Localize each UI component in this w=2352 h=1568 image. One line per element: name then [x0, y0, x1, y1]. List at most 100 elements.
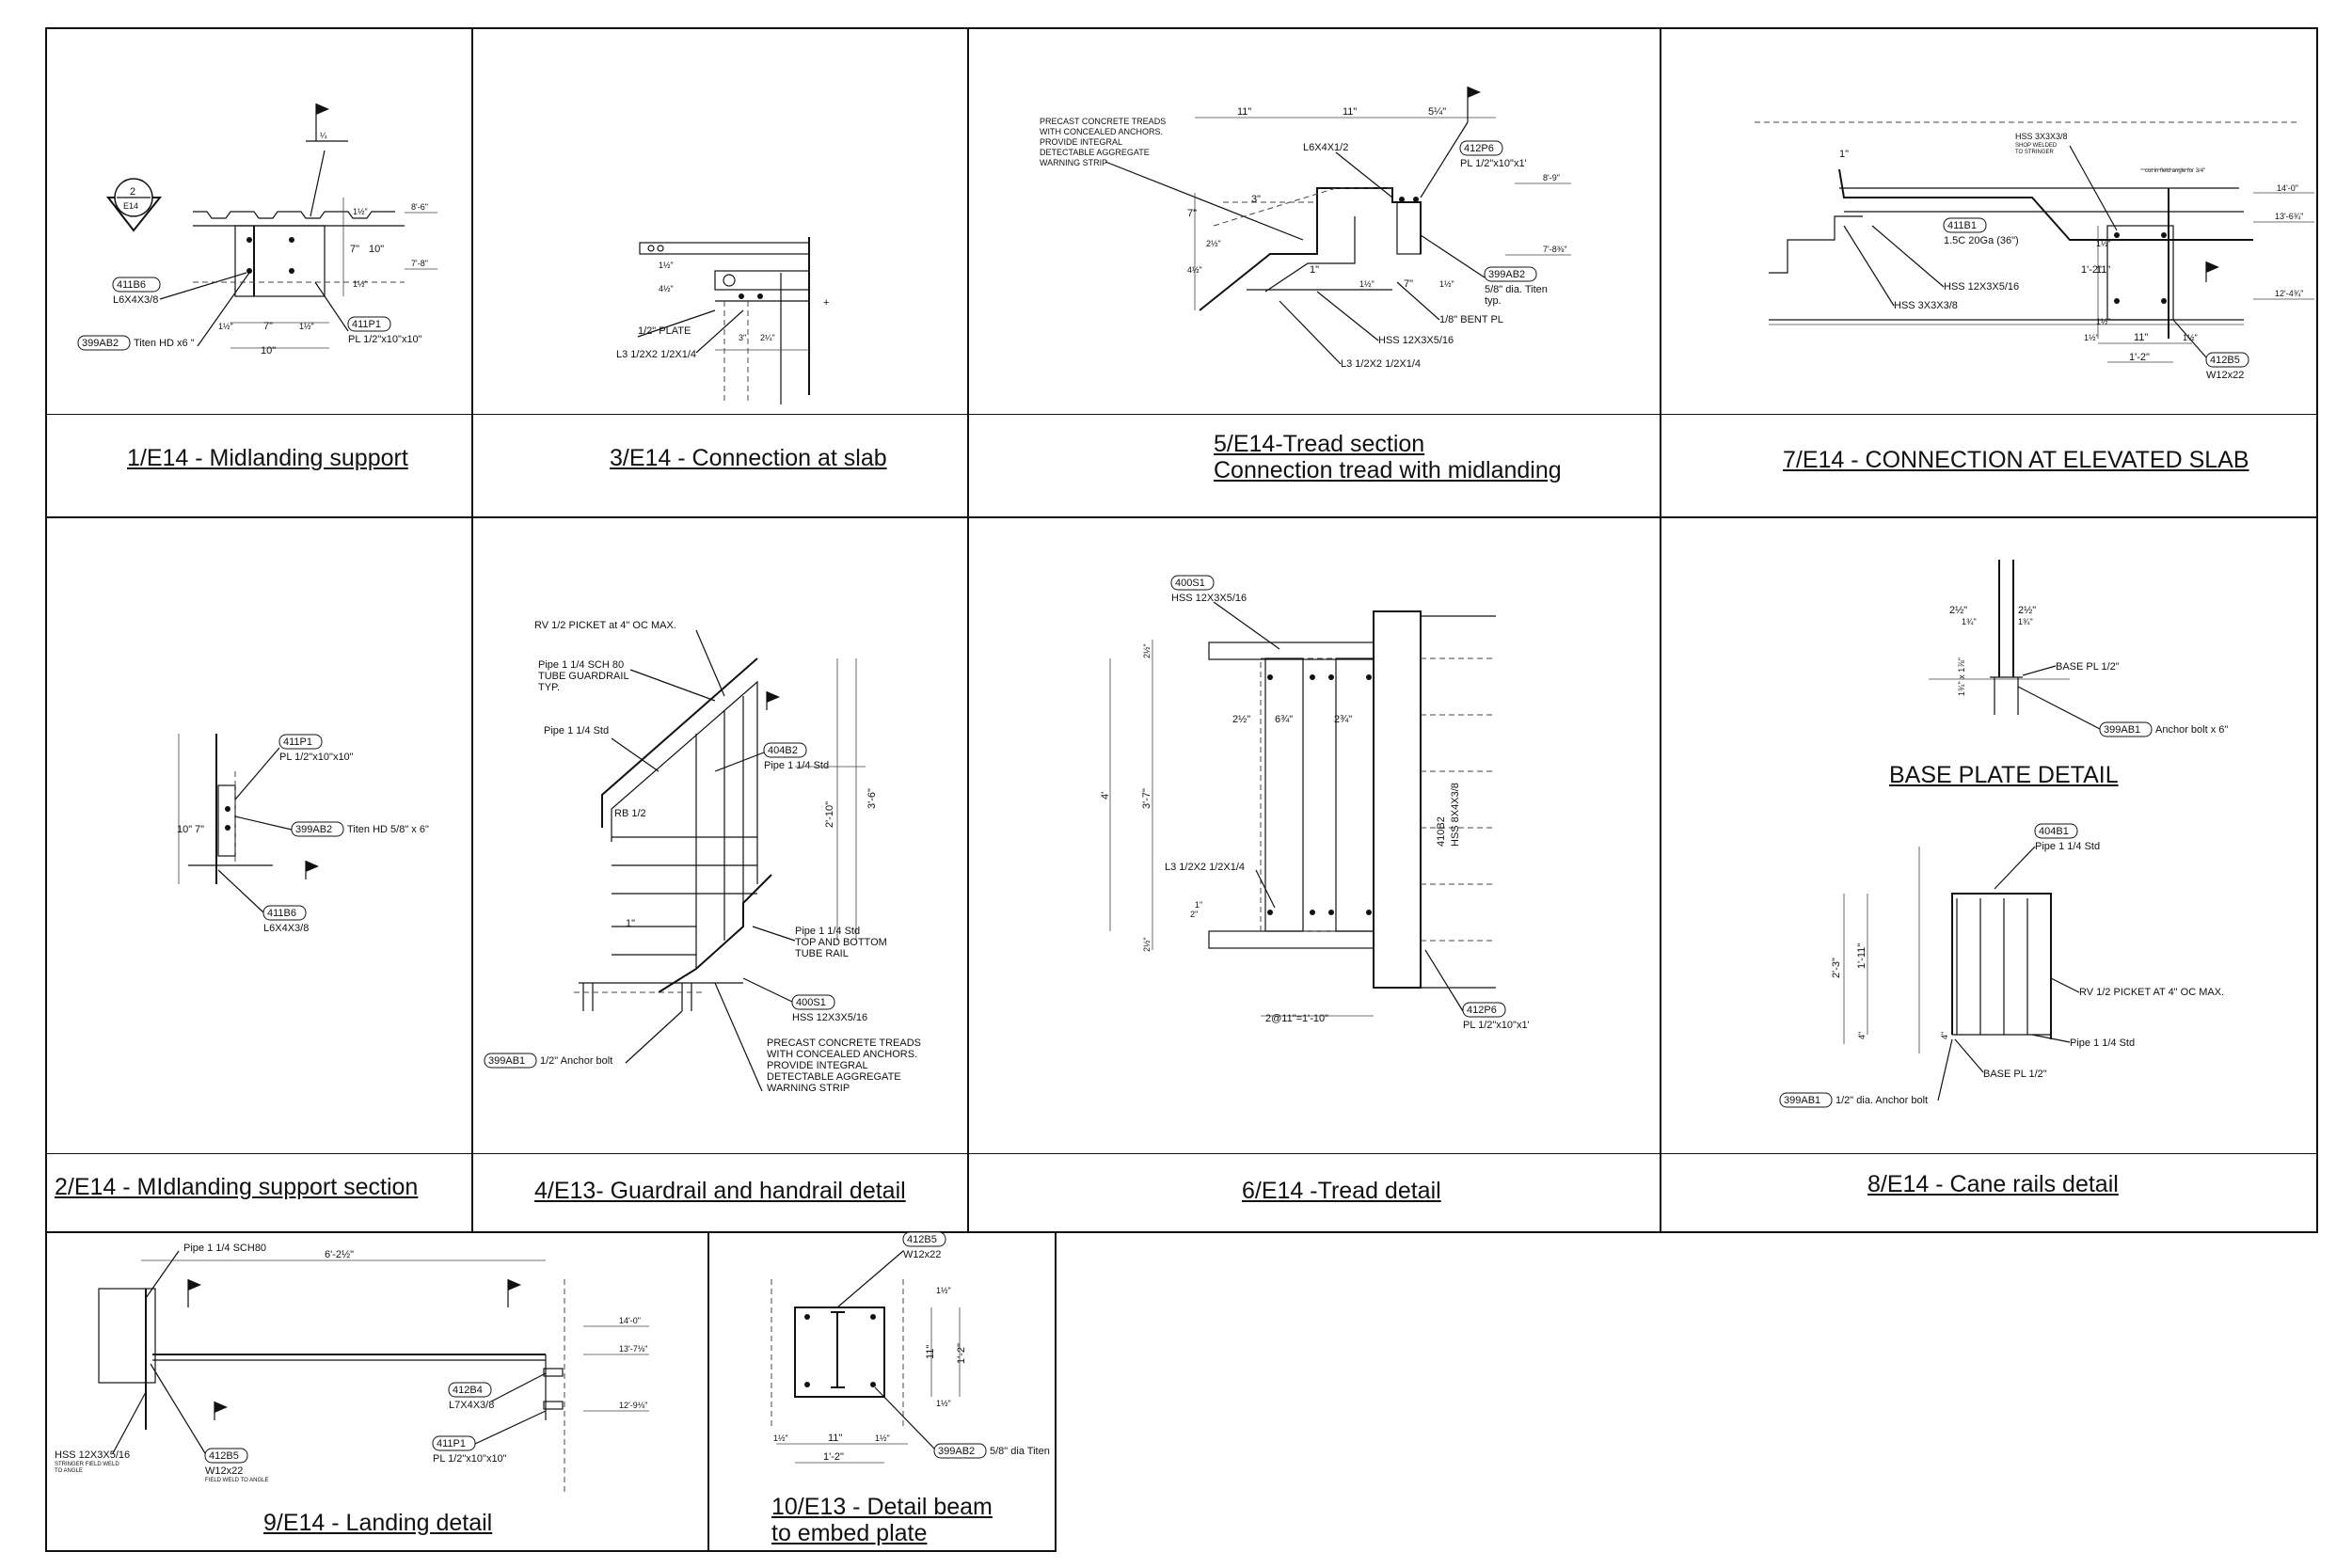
rail-line1: Pipe 1 1/4 Std: [795, 926, 860, 937]
dim-12h: 1'-2": [2129, 352, 2150, 363]
elevation-2: 7'-8⅜": [1543, 245, 1566, 254]
dim-15d: 1½": [875, 1433, 890, 1443]
title-base-plate: BASE PLATE DETAIL: [1889, 762, 2119, 788]
note-line-4: DETECTABLE AGGREGATE: [767, 1071, 901, 1083]
tag-411b6-desc: L6X4X3/8: [263, 923, 309, 934]
title-detail-3: 3/E14 - Connection at slab: [610, 445, 887, 471]
tag-399ab1-desc: 1/2" dia. Anchor bolt: [1836, 1095, 1928, 1106]
section-mark-sheet: E14: [123, 201, 138, 211]
note-line-1: PRECAST CONCRETE TREADS: [1040, 117, 1166, 126]
dim-25a: 2½": [1142, 643, 1152, 658]
plus-mark: +: [823, 297, 829, 309]
dim-v-7: 7": [1187, 208, 1197, 219]
pipe-label: Pipe 1 1/4 Std: [2070, 1037, 2135, 1049]
dim-2at11: 2@11"=1'-10": [1265, 1013, 1328, 1024]
dim-1: 1": [626, 918, 635, 929]
hss-label: HSS 12X3X5/16: [1378, 335, 1454, 346]
dim-15c: 1½": [773, 1433, 788, 1443]
dim-1: 1": [1839, 149, 1849, 160]
dim-15a: 1½": [936, 1286, 951, 1295]
tag-412p6: 412P6: [1464, 143, 1494, 154]
tag-412b4-desc: L7X4X3/8: [449, 1400, 494, 1411]
title-detail-2: 2/E14 - MIdlanding support section: [55, 1174, 419, 1200]
stair-stringer: [1199, 187, 1422, 311]
tag-411b6: 411B6: [267, 908, 296, 919]
tag-412b5: 412B5: [907, 1234, 937, 1245]
angle-label: L3 1/2X2 1/2X1/4: [616, 349, 696, 360]
cane-rail: [1951, 893, 2052, 1039]
dim-v-15b: 1½": [353, 279, 368, 289]
plate-label: 1/2" PLATE: [638, 325, 691, 337]
dim-15c: 1½": [2183, 333, 2198, 342]
rail-line3: TUBE RAIL: [795, 948, 849, 959]
dim-1b: 1": [1195, 900, 1202, 910]
hss-note-2: TO ANGLE: [55, 1468, 83, 1474]
detail-10-drawing: 412B5 W12x22 1½" 11" 1'-2" 1½" 1½" 11" 1…: [771, 1231, 1050, 1464]
tag-410b2-desc: HSS 8X4X3/8: [1450, 783, 1461, 847]
tag-399ab2: 399AB2: [295, 824, 332, 835]
dim-h11: 11": [828, 1433, 842, 1444]
dim-675: 6¾": [1275, 714, 1293, 725]
hss-3x3-label: HSS 3X3X3/8: [2015, 132, 2068, 141]
dim-11b: 11": [1343, 106, 1357, 118]
tag-399ab2: 399AB2: [938, 1446, 975, 1457]
section-mark-number: 2: [130, 186, 135, 198]
hss-note-2: TO STRINGER: [2015, 150, 2055, 155]
tag-411p1: 411P1: [352, 319, 381, 330]
elevation-2: 13'-7⅛": [619, 1344, 647, 1354]
title-detail-1: 1/E14 - Midlanding support: [127, 445, 408, 471]
pipe-sch80-line2: TUBE GUARDRAIL: [538, 671, 629, 682]
tag-412b5: 412B5: [209, 1450, 239, 1462]
slab-edge: [1838, 168, 2253, 241]
tag-412p6-desc: PL 1/2"x10"x1': [1460, 158, 1527, 169]
detail-2-drawing: 10" 7" 411P1 PL 1/2"x10"x10" 399AB2 Tite…: [177, 734, 429, 934]
embed-plate: [794, 1307, 885, 1398]
dim-275: 2¾": [1334, 714, 1352, 725]
hss-stringer: [1373, 610, 1422, 989]
hss-label: HSS 12X3X5/16: [55, 1449, 130, 1461]
tag-412b5-desc: W12x22: [205, 1465, 243, 1477]
detail-1-drawing: 2 E14 ¼ 8'-6" 7'-8" 1½" 7" 10" 1½": [77, 103, 437, 356]
panel-8-e14: [1660, 516, 2318, 1233]
dim-11a: 11": [1237, 106, 1251, 118]
dim-v-11: 11": [2096, 264, 2110, 276]
dim-514: 5¼": [1428, 106, 1446, 118]
dim-v-12: 1'-2": [2081, 264, 2102, 276]
picket-label: RV 1/2 PICKET at 4" OC MAX.: [534, 620, 676, 631]
dim-15a: 1½": [2084, 333, 2099, 342]
hss-note-1: STRINGER FIELD WELD: [55, 1462, 119, 1467]
dim-v: 1¾" x 1⅞": [1957, 657, 1966, 696]
detail-9-drawing: 6'-2½" Pipe 1 1/4 SCH80 14'-0" 13'-7⅛" 1…: [55, 1243, 649, 1496]
title-detail-6: 6/E14 -Tread detail: [1242, 1178, 1441, 1204]
beam-section: [831, 1311, 845, 1388]
dim-2: 2": [1190, 910, 1198, 919]
dim-25b: 2½": [2018, 605, 2036, 616]
dim-15: 1½": [1359, 279, 1375, 289]
dim-4a: 4": [1857, 1032, 1867, 1039]
elevation-1: 8'-6": [411, 202, 428, 212]
detail-5-drawing: PRECAST CONCRETE TREADS WITH CONCEALED A…: [1040, 87, 1571, 370]
note-line-2: WITH CONCEALED ANCHORS.: [767, 1049, 917, 1060]
title-detail-10-line2: to embed plate: [771, 1520, 928, 1546]
tag-400s1-desc: HSS 12X3X5/16: [1171, 593, 1247, 604]
dim-175b: 1¾": [2018, 617, 2033, 626]
tag-412b5-desc: W12x22: [903, 1249, 941, 1260]
tag-404b1-desc: Pipe 1 1/4 Std: [2035, 841, 2100, 852]
pipe-std-label: Pipe 1 1/4 Std: [544, 725, 609, 736]
dim-v11: 11": [925, 1345, 936, 1359]
note-line-4: DETECTABLE AGGREGATE: [1040, 148, 1150, 157]
hss-3x3-label-2: HSS 3X3X3/8: [1894, 300, 1958, 311]
tag-412p6-desc: PL 1/2"x10"x1': [1463, 1020, 1530, 1031]
tag-399ab2-desc: 5/8" dia Titen: [990, 1446, 1050, 1457]
panel-divider-row2: [45, 1153, 2318, 1155]
note-line-1: PRECAST CONCRETE TREADS: [767, 1037, 921, 1049]
elevation-2: 13'-6¾": [2275, 212, 2303, 221]
dim-210: 2'-10": [824, 801, 835, 828]
tag-399ab2-desc1: 5/8" dia. Titen: [1485, 284, 1548, 295]
dim-4b: 4": [1940, 1032, 1949, 1039]
elevation-1: 14'-0": [2277, 183, 2298, 193]
dim-v-7: 7": [350, 244, 359, 255]
dim-175a: 1¾": [1962, 617, 1977, 626]
